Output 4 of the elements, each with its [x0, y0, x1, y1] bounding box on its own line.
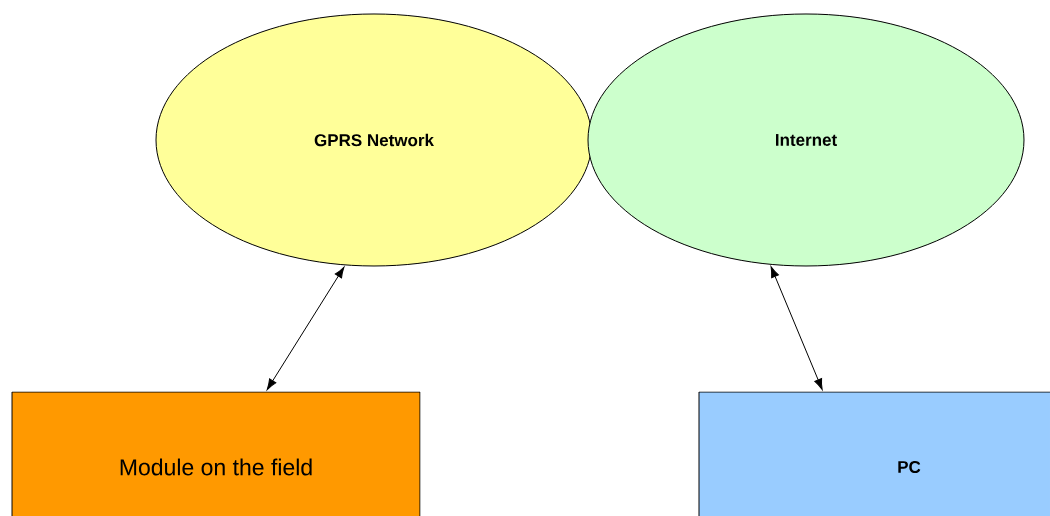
arrow — [770, 266, 823, 390]
device-box: Module on the field — [11, 391, 421, 516]
arrow — [266, 266, 345, 391]
device-box: PC — [698, 391, 1050, 516]
